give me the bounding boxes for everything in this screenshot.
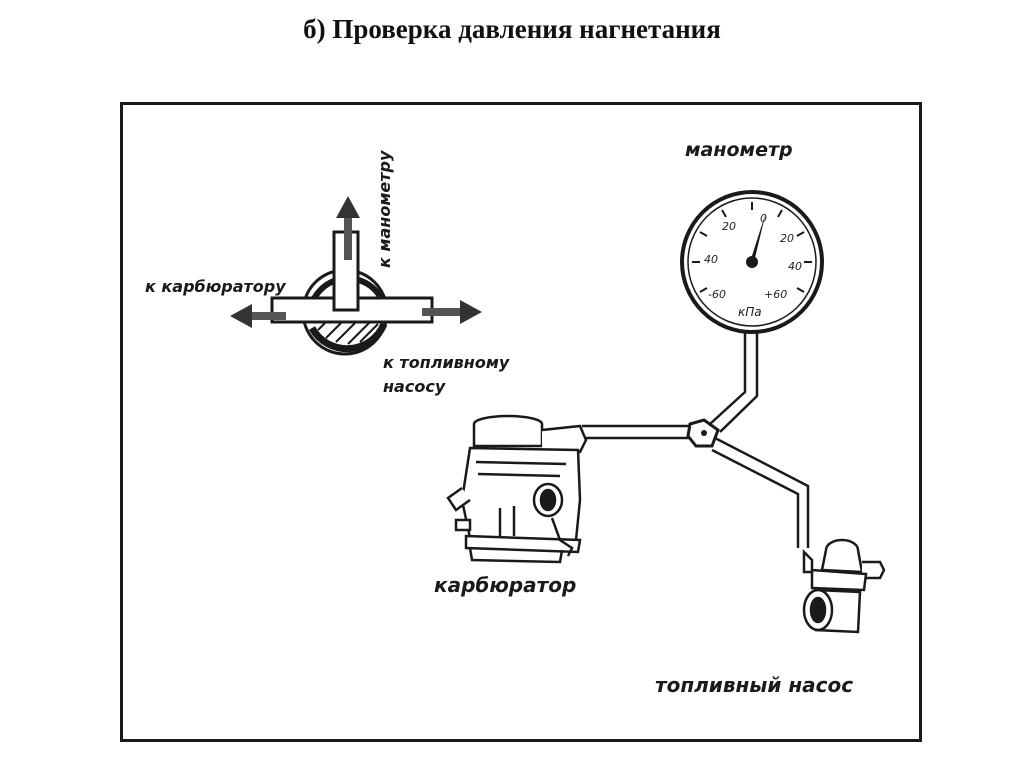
gauge-label-plus60: +60 (764, 288, 787, 301)
gauge-label-40-left: 40 (704, 253, 718, 266)
carburetor (446, 414, 588, 564)
page-title: б) Проверка давления нагнетания (303, 14, 721, 44)
tee-junction (686, 418, 720, 448)
gauge-label-20-left: 20 (722, 220, 736, 233)
fuel-pump (802, 538, 886, 634)
label-carburetor: карбюратор (434, 573, 576, 597)
gauge-label-minus60: -60 (708, 288, 726, 301)
hoses (582, 332, 810, 548)
tee-fitting-detail (230, 196, 482, 356)
gauge-label-0: 0 (760, 212, 767, 225)
label-manometer: манометр (685, 139, 793, 161)
arrow-up-icon (336, 196, 360, 260)
label-fuel-pump: топливный насос (655, 673, 853, 697)
gauge-unit: кПа (738, 305, 762, 319)
gauge-needle-hub (746, 256, 758, 268)
diagram-frame (120, 102, 922, 742)
gauge-label-20-right: 20 (780, 232, 794, 245)
arrow-right-icon (422, 300, 482, 324)
manometer-gauge: 0 20 40 -60 +60 20 40 кПа (680, 190, 824, 334)
label-to-fuel-pump-line1: к топливному (383, 353, 510, 372)
label-to-manometer: к манометру (375, 150, 394, 268)
arrow-left-icon (230, 304, 286, 328)
label-to-fuel-pump-line2: насосу (383, 377, 446, 396)
gauge-label-40-right: 40 (788, 260, 802, 273)
label-to-carburetor: к карбюратору (145, 277, 286, 296)
